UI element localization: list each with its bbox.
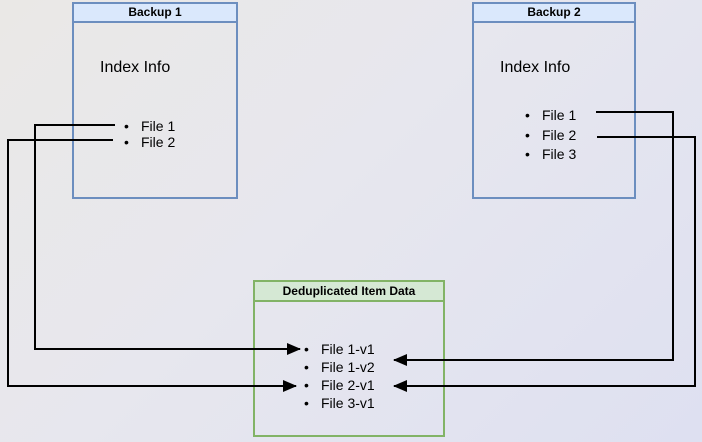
backup2-title: Backup 2 — [474, 4, 634, 23]
dedup-file1v2-item: File 1-v2 — [304, 358, 375, 376]
backup2-index-info-label: Index Info — [500, 59, 571, 76]
backup2-file1-item: File 1 — [525, 106, 576, 126]
backup2-file2-item: File 2 — [525, 126, 576, 146]
backup2-file3-item: File 3 — [525, 145, 576, 165]
backup1-container: Backup 1 — [72, 2, 238, 199]
backup1-index-info-label: Index Info — [100, 59, 171, 76]
dedup-file2v1-item: File 2-v1 — [304, 376, 375, 394]
dedup-file-list: File 1-v1 File 1-v2 File 2-v1 File 3-v1 — [304, 340, 375, 412]
backup1-file-list: File 1 File 2 — [124, 118, 175, 150]
backup1-title: Backup 1 — [74, 4, 236, 23]
dedup-title: Deduplicated Item Data — [255, 282, 443, 302]
backup1-file2-item: File 2 — [124, 134, 175, 150]
dedup-file3v1-item: File 3-v1 — [304, 394, 375, 412]
backup2-container: Backup 2 — [472, 2, 636, 199]
backup2-file-list: File 1 File 2 File 3 — [525, 106, 576, 165]
dedup-file1v1-item: File 1-v1 — [304, 340, 375, 358]
backup1-file1-item: File 1 — [124, 118, 175, 134]
